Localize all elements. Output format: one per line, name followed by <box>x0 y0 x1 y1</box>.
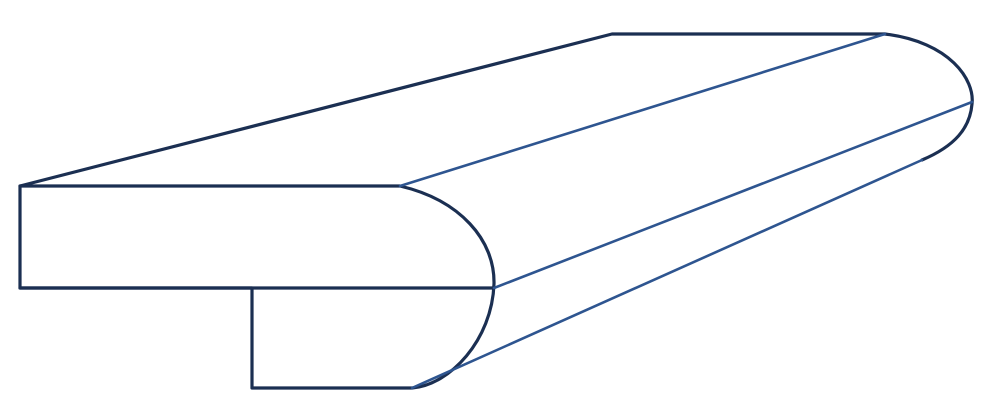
far-end-cap <box>883 32 974 162</box>
middle-edge-line <box>492 100 974 290</box>
bottom-edge-line <box>410 158 924 390</box>
front-profile <box>18 184 496 390</box>
top-face-outline <box>18 32 887 188</box>
top-edge-line <box>398 32 887 188</box>
